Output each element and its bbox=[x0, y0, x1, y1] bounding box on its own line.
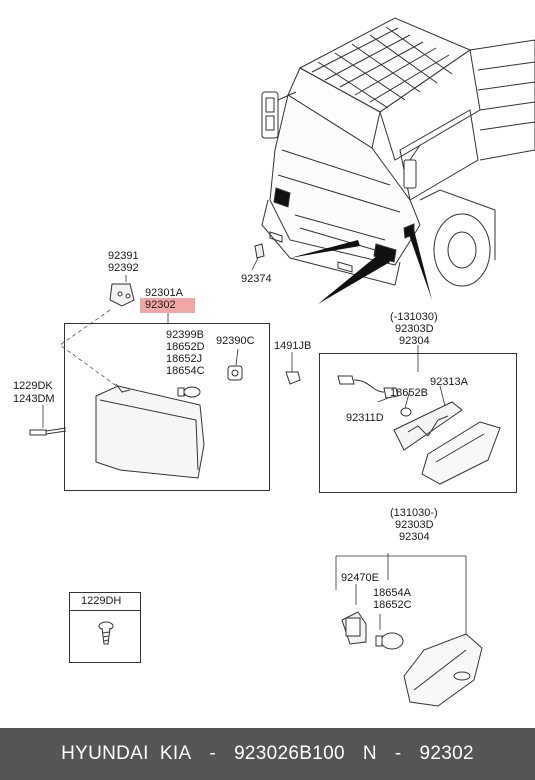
clip-1491JB bbox=[285, 371, 301, 385]
bulb-18654C bbox=[177, 386, 201, 398]
part-label-92313A: 92313A bbox=[430, 376, 468, 388]
part-label-92392: 92392 bbox=[108, 262, 139, 274]
part-label-1491JB: 1491JB bbox=[274, 340, 312, 352]
part-label-92302: 92302 bbox=[145, 299, 176, 311]
part-label-1229DK: 1229DK bbox=[13, 380, 53, 392]
socket-92390C bbox=[227, 365, 243, 381]
part-label-92399B: 92399B bbox=[166, 329, 204, 341]
late-range-label: (131030-) bbox=[390, 507, 438, 519]
truck-illustration bbox=[254, 17, 535, 287]
part-label-92304-early: 92304 bbox=[399, 335, 430, 347]
part-label-18652B: 18652B bbox=[390, 387, 428, 399]
part-label-92374: 92374 bbox=[241, 273, 272, 285]
part-label-92311D: 92311D bbox=[346, 412, 384, 424]
part-label-92470E: 92470E bbox=[341, 572, 379, 584]
part-label-1243DM: 1243DM bbox=[13, 393, 55, 405]
part-highlight bbox=[140, 298, 195, 313]
callout-wedges bbox=[290, 230, 432, 304]
bracket-part bbox=[109, 283, 135, 307]
footer-n-label: N bbox=[362, 743, 377, 764]
part-label-18654C: 18654C bbox=[166, 365, 205, 377]
part-label-18652C: 18652C bbox=[373, 599, 412, 611]
part-label-92391: 92391 bbox=[108, 250, 139, 262]
footer-part-code: 92302 bbox=[419, 743, 474, 764]
part-label-18654A: 18654A bbox=[373, 587, 411, 599]
part-label-92390C: 92390C bbox=[216, 335, 255, 347]
early-lamp-box bbox=[319, 353, 517, 493]
screw-box-header bbox=[69, 592, 141, 611]
footer-dash: - bbox=[209, 743, 217, 764]
early-range-label: (-131030) bbox=[390, 311, 438, 323]
part-label-92304-late: 92304 bbox=[399, 531, 430, 543]
late-side-lamp bbox=[341, 611, 483, 707]
part-number-footer: HYUNDAI KIA - 923026B100 N - 92302 bbox=[0, 728, 535, 780]
part-label-92303D-early: 92303D bbox=[395, 323, 434, 335]
screw-1229DH bbox=[98, 621, 114, 645]
diagram-drawing bbox=[29, 17, 535, 707]
part-label-18652J: 18652J bbox=[166, 353, 203, 365]
footer-brand: HYUNDAI KIA bbox=[61, 743, 192, 764]
part-label-1229DH: 1229DH bbox=[81, 595, 122, 607]
parts-diagram: 92391 92392 92374 92301A 92302 92399B 18… bbox=[13, 17, 535, 707]
dashed-assembly-line bbox=[59, 309, 123, 391]
footer-part-number: 923026B100 bbox=[234, 743, 345, 764]
footer-dash-2: - bbox=[394, 743, 402, 764]
left-assembly-box bbox=[64, 323, 270, 491]
part-label-92301A: 92301A bbox=[145, 287, 183, 299]
early-side-lamp bbox=[337, 375, 501, 485]
bolt-1229DK bbox=[29, 427, 67, 436]
part-label-18652D: 18652D bbox=[166, 341, 205, 353]
part-label-92303D-late: 92303D bbox=[395, 519, 434, 531]
corner-lamp-housing bbox=[95, 383, 205, 479]
